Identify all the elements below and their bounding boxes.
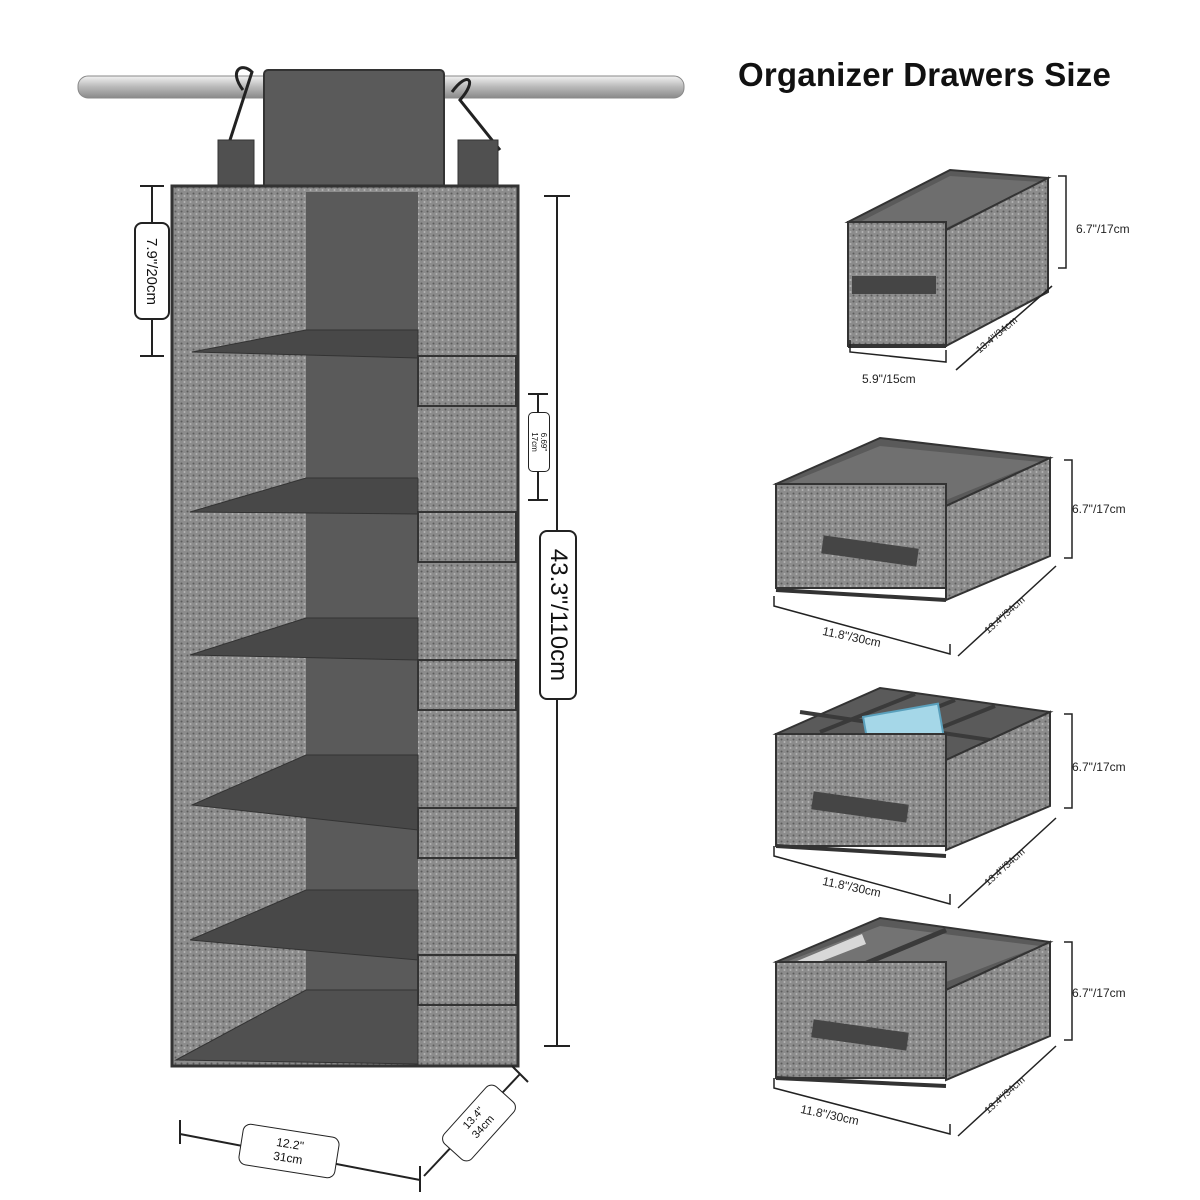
drawer1-width: 5.9"/15cm <box>862 372 916 386</box>
pocket-label-line2: 17cm <box>530 432 539 452</box>
drawer-divided <box>772 916 1054 1088</box>
drawer-handle <box>821 535 919 567</box>
drawer-handle <box>811 791 909 823</box>
drawer4-height: 6.7"/17cm <box>1072 986 1126 1000</box>
drawer-dimension-lines <box>773 175 1073 1137</box>
shelf-2 <box>189 477 419 515</box>
hook-left <box>228 66 254 141</box>
drawer-wide <box>772 436 1054 602</box>
shelf-5 <box>189 889 419 961</box>
shelf-1 <box>191 329 419 359</box>
drawer-handle <box>811 1019 909 1051</box>
strap-left <box>217 139 255 191</box>
page-title: Organizer Drawers Size <box>738 56 1112 93</box>
top-cubby-label-text: 7.9"/20cm <box>143 237 161 305</box>
drawer-handle <box>852 276 936 294</box>
height-label: 43.3"/110cm <box>539 530 577 700</box>
pocket-label: 6.69" 17cm <box>528 412 550 472</box>
right-panel <box>418 190 516 1064</box>
drawer3-height: 6.7"/17cm <box>1072 760 1126 774</box>
drawer-grid <box>772 686 1054 858</box>
shelf-3 <box>189 617 419 661</box>
shelf-4 <box>190 754 419 831</box>
top-cubby-label: 7.9"/20cm <box>134 222 170 320</box>
top-strap <box>263 69 445 195</box>
hook-right <box>450 78 502 151</box>
drawer-narrow <box>844 168 1052 348</box>
left-panel <box>176 190 306 1062</box>
pocket-label-line1: 6.69" <box>539 432 548 452</box>
drawer1-height: 6.7"/17cm <box>1076 222 1130 236</box>
side-pockets <box>417 355 517 1006</box>
height-label-text: 43.3"/110cm <box>545 548 572 682</box>
drawer2-height: 6.7"/17cm <box>1072 502 1126 516</box>
strap-right <box>457 139 499 191</box>
